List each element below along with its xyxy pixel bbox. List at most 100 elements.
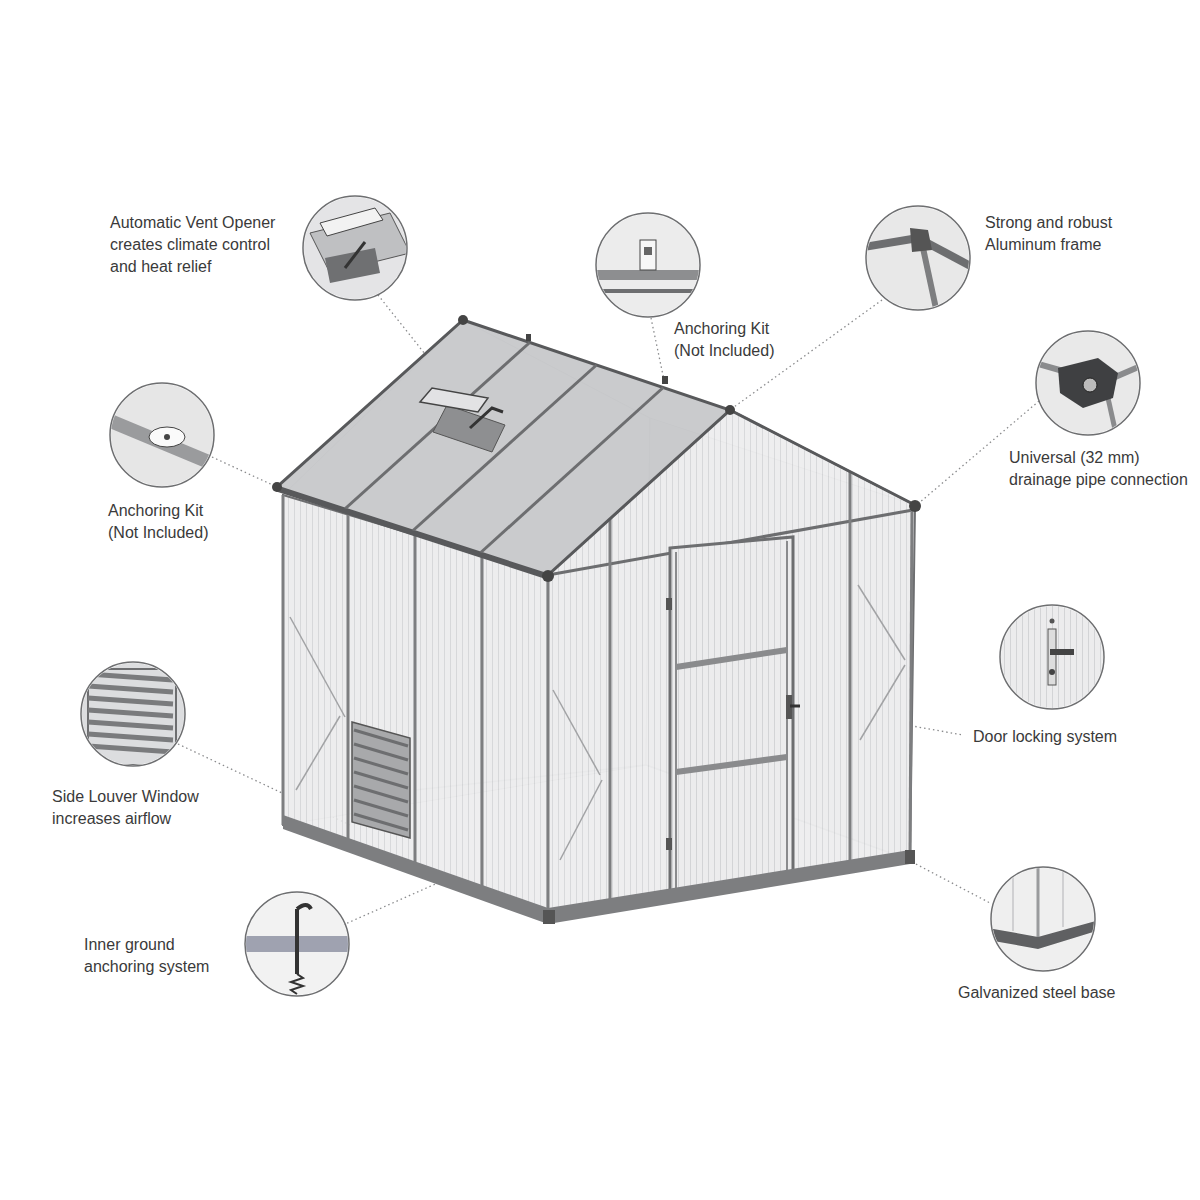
greenhouse-illustration [543,910,555,924]
callout-label: Galvanized steel base [958,982,1115,1004]
greenhouse-illustration [662,376,668,384]
callout-circle [345,242,365,268]
callout-circle [81,662,185,766]
greenhouse-illustration [354,814,408,830]
callout-circle [1048,629,1056,685]
callout-circle [588,270,708,280]
greenhouse-illustration [290,617,345,717]
callout-circle [644,247,652,255]
greenhouse-illustration [480,388,663,554]
leader-line [912,862,990,903]
callout-circle [1037,859,1040,937]
greenhouse-illustration [553,690,600,775]
callout-circle [858,198,978,318]
callout-circle [992,597,1112,717]
leader-line [651,318,664,380]
callout-circle [1028,323,1148,443]
greenhouse-illustration [345,343,530,510]
callout-circle [983,859,1103,979]
callout-circle [102,375,222,495]
greenhouse-illustration [481,555,484,896]
greenhouse-illustration [670,537,793,900]
greenhouse-illustration [470,408,503,428]
leader-line [178,295,1039,925]
callout-circle [73,654,193,774]
greenhouse-illustration [414,535,417,872]
greenhouse-illustration [433,405,505,452]
callout-circle [1108,398,1118,443]
callout-circle [1113,363,1148,378]
greenhouse-illustration [354,772,408,788]
callout-label: Anchoring Kit (Not Included) [674,318,799,362]
callout-circle [102,375,222,495]
callout-circle [295,188,415,308]
greenhouse-illustration [676,650,787,667]
callout-circle [295,188,415,308]
callout-circle [992,597,1112,717]
callout-label: Automatic Vent Opener creates climate co… [110,212,290,278]
callout-circle [164,434,170,440]
callout-label: Inner ground anchoring system [84,934,234,978]
callout-circle [1028,323,1148,443]
callout-circle [102,375,222,495]
greenhouse-illustration [730,410,915,505]
greenhouse-illustration [909,500,921,512]
leader-line [343,882,440,925]
callout-circle [596,213,700,317]
greenhouse-illustration [354,730,408,830]
callout-circle [88,686,173,692]
greenhouse-illustration [420,388,488,412]
callout-label: Anchoring Kit (Not Included) [108,500,233,544]
greenhouse-illustration [849,472,852,870]
callout-circle [983,859,1103,979]
callout-circle [866,206,970,310]
callout-circle [88,674,173,752]
callout-circle [588,289,708,293]
greenhouse-illustration [296,716,340,790]
callout-circle [297,905,311,909]
greenhouse-illustration [675,552,677,898]
callout-circle [983,859,1103,979]
callout-circle [88,746,173,752]
callout-circle [1028,361,1063,371]
greenhouse-illustration [413,365,597,531]
greenhouse-illustration [354,744,408,760]
greenhouse-illustration [666,537,800,900]
greenhouse-illustration [547,575,550,920]
callout-circle [295,909,299,974]
callout-circle [1049,669,1055,675]
callout-circle [1036,331,1140,435]
callout-label: Universal (32 mm) drainage pipe connecti… [1009,447,1194,491]
callout-circle [149,427,185,447]
callout-circle [910,228,932,252]
greenhouse-illustration [542,570,554,582]
callout-circle [1012,859,1014,931]
callout-circle [1058,358,1118,408]
callout-circle [245,892,349,996]
greenhouse-illustration [666,598,672,610]
callout-label: Side Louver Window increases airflow [52,786,232,830]
callout-circle [588,205,708,325]
greenhouse-illustration [666,838,672,850]
greenhouse-illustration [354,786,408,802]
greenhouse-illustration [272,315,921,582]
callout-circle [320,208,383,236]
callout-circle [992,597,1112,717]
greenhouse-illustration [352,722,410,838]
greenhouse-illustration [277,320,730,575]
greenhouse-illustration [354,730,408,746]
callout-circle [1000,605,1104,709]
leader-line [212,457,277,487]
callout-circle [588,205,708,325]
callout-circle [88,674,173,680]
callout-circle [991,867,1095,971]
callout-circle [1062,859,1064,927]
greenhouse-illustration [354,800,408,816]
callout-circle [88,734,173,740]
callout-circle [858,198,978,318]
callout-circle [640,240,656,270]
callout-circle [88,669,176,765]
callout-label: Door locking system [973,726,1117,748]
